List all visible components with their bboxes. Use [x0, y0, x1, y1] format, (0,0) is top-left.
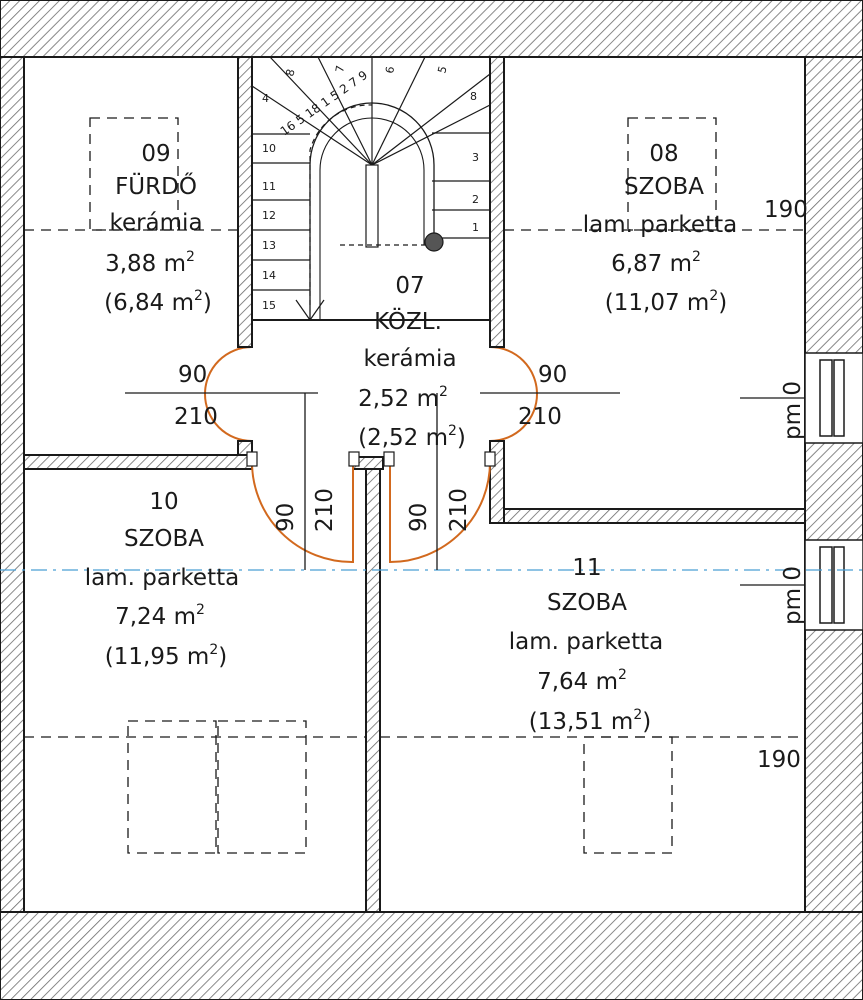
door-room11 — [389, 460, 492, 564]
door-leaves — [246, 451, 496, 467]
room-number: 10 — [149, 489, 178, 515]
room-09-label: 09 FÜRDŐ kerámia 3,88 m2 (6,84 m2) — [104, 141, 212, 316]
step-7: 7 — [333, 64, 347, 73]
room-floor: kerámia — [109, 210, 202, 236]
room-floor: lam. parketta — [85, 565, 239, 591]
window-lower — [804, 539, 863, 631]
parapet-upper: pm 0 — [780, 381, 806, 440]
room-name: SZOBA — [547, 590, 627, 616]
room-number: 09 — [141, 141, 170, 167]
step-11: 11 — [262, 180, 276, 193]
step-8: 8 — [283, 68, 297, 78]
room-floor: lam. parketta — [583, 212, 737, 238]
skylight-room10-b — [217, 720, 307, 854]
step-5: 5 — [435, 65, 449, 75]
doors — [204, 346, 538, 564]
room-gross-area: (6,84 m2) — [104, 288, 212, 316]
step-2: 2 — [472, 193, 479, 206]
room-floor: lam. parketta — [509, 629, 663, 655]
room-name: KÖZL. — [374, 307, 442, 335]
step-15: 15 — [262, 299, 276, 312]
step-10: 10 — [262, 142, 276, 155]
step-6: 6 — [383, 65, 397, 74]
room-area: 7,24 m2 — [115, 602, 205, 630]
room-floor: kerámia — [363, 346, 456, 372]
skylight-room10-a — [127, 720, 217, 854]
room-gross-area: (2,52 m2) — [358, 423, 466, 451]
door-bathroom-height: 210 — [174, 404, 218, 430]
interior-wall-room11-left — [365, 456, 381, 913]
skylight-room11 — [583, 736, 673, 854]
room-10-label: 10 SZOBA lam. parketta 7,24 m2 (11,95 m2… — [85, 489, 239, 670]
door-dim-lines — [125, 392, 805, 586]
room-number: 08 — [649, 141, 678, 167]
door-room10 — [250, 460, 354, 564]
sill-height-upper: 190 — [764, 197, 808, 223]
step-14: 14 — [262, 269, 276, 282]
interior-wall-room11-top — [489, 508, 806, 524]
door-dimensions: 90 210 90 210 90 210 90 210 — [174, 362, 567, 532]
room-name: FÜRDŐ — [115, 172, 197, 200]
step-13: 13 — [262, 239, 276, 252]
step-1: 1 — [472, 221, 479, 234]
interior-wall-stair-right — [489, 56, 505, 348]
step-3: 3 — [472, 151, 479, 164]
winder-labels: 16 5 18 1 5 2 7 9 — [278, 68, 370, 139]
sill-height-lower: 190 — [757, 747, 801, 773]
exterior-wall-bottom — [0, 911, 863, 1000]
door-bathroom-width: 90 — [178, 362, 207, 388]
skylight-bathroom — [89, 117, 179, 231]
door-room11-height: 210 — [446, 488, 472, 532]
parapet-lower: pm 0 — [780, 566, 806, 625]
room-gross-area: (11,07 m2) — [605, 288, 727, 316]
door-room08-width: 90 — [538, 362, 567, 388]
room-area: 6,87 m2 — [611, 249, 701, 277]
step-12: 12 — [262, 209, 276, 222]
room-07-label: 07 KÖZL. kerámia 2,52 m2 (2,52 m2) — [358, 273, 466, 451]
room-number: 07 — [395, 273, 424, 299]
step-4: 4 — [262, 92, 269, 105]
interior-wall-bathroom-right — [237, 56, 253, 348]
door-room10-height: 210 — [312, 488, 338, 532]
room-name: SZOBA — [124, 526, 204, 552]
room-11-label: 11 SZOBA lam. parketta 7,64 m2 (13,51 m2… — [509, 555, 663, 735]
interior-wall-bathroom-bottom — [23, 454, 253, 470]
skylight-room08 — [627, 117, 717, 231]
exterior-wall-left — [0, 56, 25, 1000]
door-room08-height: 210 — [518, 404, 562, 430]
door-room10-width: 90 — [273, 503, 299, 532]
door-room11-width: 90 — [406, 503, 432, 532]
step-8b: 8 — [470, 90, 477, 103]
room-gross-area: (11,95 m2) — [105, 642, 227, 670]
window-upper — [804, 352, 863, 444]
room-area: 7,64 m2 — [537, 667, 627, 695]
room-number: 11 — [572, 555, 601, 581]
staircase — [251, 56, 491, 321]
dashed-lines — [24, 117, 805, 854]
room-gross-area: (13,51 m2) — [529, 707, 651, 735]
door-bathroom — [204, 346, 253, 442]
room-08-label: 08 SZOBA lam. parketta 6,87 m2 (11,07 m2… — [583, 141, 737, 316]
room-area: 2,52 m2 — [358, 384, 448, 412]
stair-start-dot — [424, 232, 444, 252]
room-name: SZOBA — [624, 174, 704, 200]
exterior-wall-right — [804, 0, 863, 1000]
exterior-wall-top — [0, 0, 863, 58]
room-area: 3,88 m2 — [105, 249, 195, 277]
door-room08 — [489, 346, 538, 442]
